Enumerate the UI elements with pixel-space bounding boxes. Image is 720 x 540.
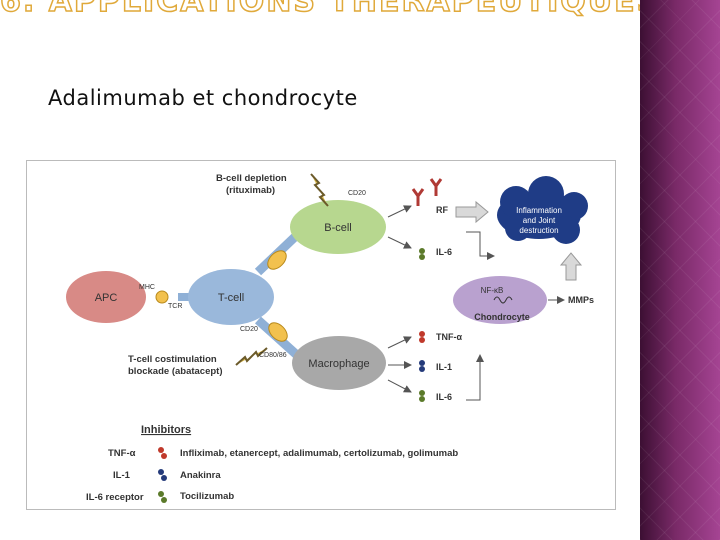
inflammation-cloud: [497, 176, 588, 244]
cd20-connector-t: [268, 322, 288, 342]
cloud-line-3: destruction: [519, 226, 558, 235]
lightning-icon-b: [310, 173, 329, 207]
il1-marker: [419, 366, 425, 372]
nfkb-label: NF-κB: [481, 286, 504, 295]
rf-antibody-icon: [411, 178, 443, 206]
cloud-line-1: Inflammation: [516, 206, 562, 215]
tnf-inhibitor-marker: [161, 453, 167, 459]
il1-inhibitor-marker: [161, 475, 167, 481]
rf-block-arrow: [455, 200, 489, 224]
apc-label: APC: [95, 292, 118, 304]
tnf-marker: [419, 337, 425, 343]
diagram-svg: APC T-cell B-cell Macrophage NF-κB Chond…: [26, 160, 616, 510]
rf-label: RF: [436, 205, 448, 215]
cloud-line-2: and Joint: [523, 216, 556, 225]
cd20-label-t: CD20: [240, 326, 258, 333]
inhibitor-target: IL-1: [113, 470, 131, 481]
bcell-cell: [290, 200, 386, 254]
il1-label: IL-1: [436, 362, 452, 372]
lightning-icon-t: [235, 347, 268, 366]
inhibitor-drugs: Infliximab, etanercept, adalimumab, cert…: [180, 448, 458, 459]
mhc-label: MHC: [139, 284, 155, 291]
tcr-label: TCR: [168, 303, 182, 310]
il6-b-label: IL-6: [436, 247, 452, 257]
inhibitors-title: Inhibitors: [141, 424, 191, 436]
bcell-il6-arrow: [387, 236, 412, 249]
il6-inhibitor-marker: [161, 497, 167, 503]
mhc-connector: [155, 290, 169, 304]
inhibitor-row: TNF-α Infliximab, etanercept, adalimumab…: [108, 447, 458, 459]
mmps-label: MMPs: [568, 295, 594, 305]
mac-il6-arrow: [387, 379, 412, 393]
il6-b-marker: [419, 254, 425, 260]
slide-title: 6. APPLICATIONS THÉRAPEUTIQUES: [0, 0, 661, 20]
dna-icon: [493, 296, 513, 304]
inhibitor-target: TNF-α: [108, 448, 136, 459]
bcell-bracket: [466, 231, 495, 260]
macrophage-label: Macrophage: [308, 358, 369, 370]
cd20-connector-b: [267, 250, 287, 270]
chondrocyte-label: Chondrocyte: [474, 312, 530, 322]
tcell-label: T-cell: [218, 292, 244, 304]
decorative-side-panel: [640, 0, 720, 540]
inhibitor-target: IL-6 receptor: [86, 492, 144, 503]
macrophage-bracket: [466, 354, 484, 401]
slide-subtitle: Adalimumab et chondrocyte: [48, 86, 358, 110]
tnf-label: TNF-α: [436, 332, 462, 342]
bcell-depletion-label-2: (rituximab): [226, 185, 275, 196]
tcell-costim-label-2: blockade (abatacept): [128, 366, 223, 377]
apc-cell: [66, 271, 146, 323]
mechanism-diagram: APC T-cell B-cell Macrophage NF-κB Chond…: [26, 160, 616, 510]
mac-tnf-arrow: [387, 336, 412, 349]
cd20-label-b: CD20: [348, 190, 366, 197]
bcell-rf-arrow: [387, 205, 412, 218]
tcell-costim-label-1: T-cell costimulation: [128, 354, 217, 365]
il6-m-label: IL-6: [436, 392, 452, 402]
up-block-arrow: [559, 252, 583, 281]
tcell-cell: [188, 269, 274, 325]
macrophage-cell: [292, 336, 386, 390]
inhibitor-drugs: Tocilizumab: [180, 491, 234, 502]
inhibitor-row: IL-6 receptor Tocilizumab: [86, 491, 234, 503]
inhibitor-drugs: Anakinra: [180, 470, 221, 481]
il6-m-marker: [419, 396, 425, 402]
bcell-depletion-label-1: B-cell depletion: [216, 173, 287, 184]
bcell-label: B-cell: [324, 222, 352, 234]
cd80-label: CD80/86: [259, 352, 287, 359]
inhibitor-row: IL-1 Anakinra: [113, 469, 221, 481]
